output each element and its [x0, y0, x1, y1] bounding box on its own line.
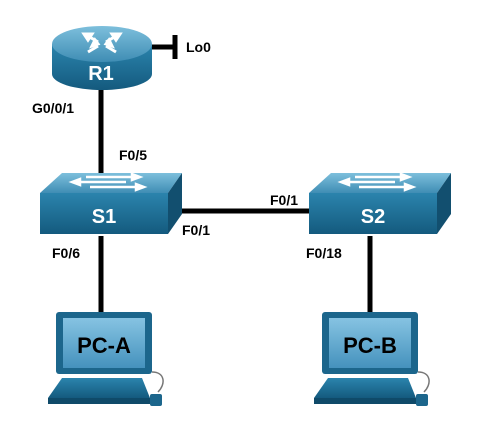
label-s2-f01: F0/1	[270, 192, 298, 208]
pc-keyboard	[314, 378, 416, 398]
mouse-icon	[416, 394, 428, 406]
pc-base	[314, 398, 416, 404]
switch-arrows-icon	[68, 172, 148, 192]
pc-b-name: PC-B	[343, 333, 397, 358]
switch-s1[interactable]: S1	[40, 172, 182, 234]
links	[98, 35, 373, 312]
switch-side	[437, 173, 451, 234]
router-r1[interactable]: R1	[52, 26, 152, 90]
pc-keyboard	[48, 378, 150, 398]
pc-screen	[63, 318, 145, 368]
pc-b[interactable]: PC-B	[314, 312, 430, 406]
router-name: R1	[88, 63, 114, 85]
router-top	[52, 26, 152, 62]
switch-arrows-icon	[337, 172, 417, 192]
interface-labels: Lo0 G0/0/1 F0/5 F0/1 F0/6 F0/1 F0/18	[32, 39, 342, 261]
pc-a-name: PC-A	[77, 333, 131, 358]
pc-screen	[329, 318, 411, 368]
label-s2-f018: F0/18	[306, 245, 342, 261]
label-r1-g001: G0/0/1	[32, 100, 74, 116]
pc-a[interactable]: PC-A	[48, 312, 164, 406]
switch-s1-name: S1	[92, 206, 116, 228]
mouse-cable	[151, 371, 164, 393]
switch-side	[168, 173, 182, 234]
switch-s2-name: S2	[361, 206, 385, 228]
switch-s2[interactable]: S2	[309, 172, 451, 234]
label-s1-f06: F0/6	[52, 245, 80, 261]
pc-base	[48, 398, 150, 404]
label-r1-lo0: Lo0	[186, 39, 211, 55]
label-s1-f01: F0/1	[182, 222, 210, 238]
switch-front	[309, 193, 437, 234]
label-s1-f05: F0/5	[119, 147, 147, 163]
switch-front	[40, 193, 168, 234]
mouse-cable	[417, 371, 430, 393]
router-arrows-icon	[81, 32, 123, 54]
mouse-icon	[150, 394, 162, 406]
